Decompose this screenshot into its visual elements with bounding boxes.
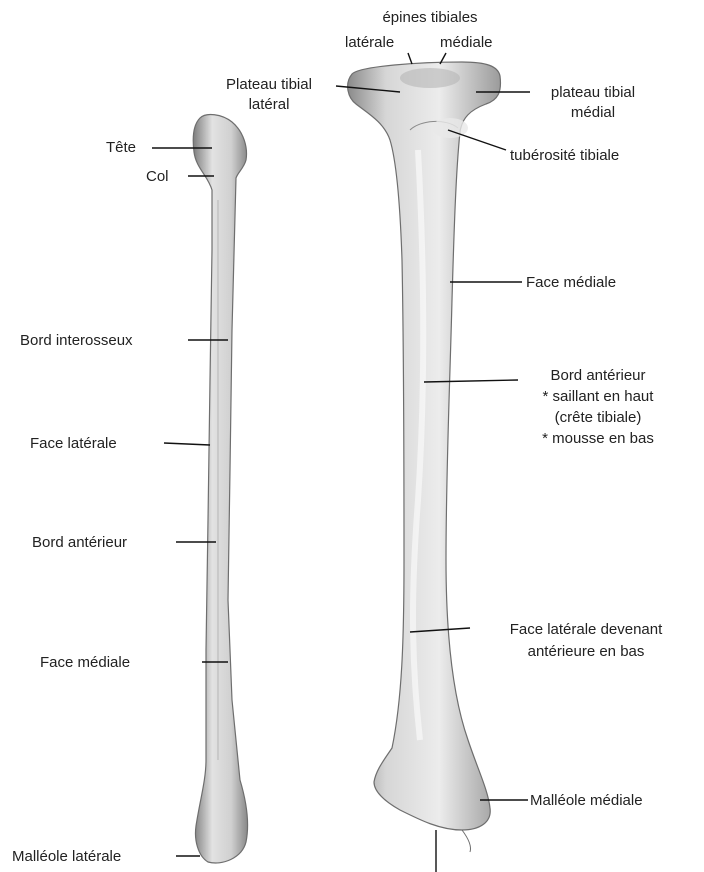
label-face-laterale-tibia-1: Face latérale devenant — [470, 620, 702, 639]
label-epine-mediale: médiale — [440, 33, 493, 52]
label-malleole-mediale: Malléole médiale — [530, 791, 643, 810]
label-malleole-laterale: Malléole latérale — [12, 847, 121, 866]
label-plateau-medial-2: médial — [528, 103, 658, 122]
label-tuberosite-tibiale: tubérosité tibiale — [510, 146, 619, 165]
label-face-laterale-tibia-2: antérieure en bas — [470, 642, 702, 661]
tibia-bone — [348, 62, 501, 830]
label-bord-anterieur-tibia-1: Bord antérieur — [510, 366, 686, 385]
label-plateau-lateral-1: Plateau tibial — [204, 75, 334, 94]
label-face-mediale-fibula: Face médiale — [40, 653, 130, 672]
label-epines-tibiales: épines tibiales — [340, 8, 520, 27]
label-col: Col — [146, 167, 169, 186]
label-face-mediale-tibia: Face médiale — [526, 273, 616, 292]
label-bord-anterieur-tibia-3: (crête tibiale) — [510, 408, 686, 427]
label-bord-anterieur-tibia-4: * mousse en bas — [510, 429, 686, 448]
fibula-bone — [193, 115, 247, 864]
label-plateau-lateral-2: latéral — [204, 95, 334, 114]
label-bord-interosseux: Bord interosseux — [20, 331, 133, 350]
label-bord-anterieur-fibula: Bord antérieur — [32, 533, 127, 552]
label-face-laterale-fibula: Face latérale — [30, 434, 117, 453]
label-epine-laterale: latérale — [345, 33, 394, 52]
label-bord-anterieur-tibia-2: * saillant en haut — [510, 387, 686, 406]
label-tete: Tête — [106, 138, 136, 157]
label-plateau-medial-1: plateau tibial — [528, 83, 658, 102]
